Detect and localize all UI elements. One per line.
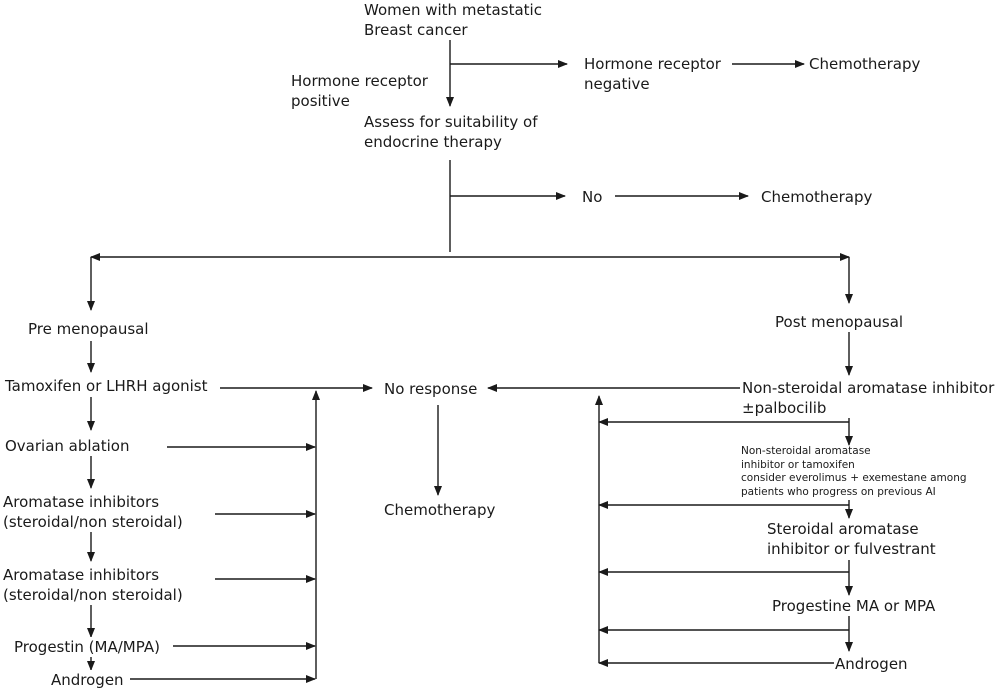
node-hr-positive: Hormone receptor positive — [291, 71, 428, 111]
node-aromatase-inhibitors-1: Aromatase inhibitors (steroidal/non ster… — [3, 492, 183, 532]
node-ai1-line-1: Aromatase inhibitors — [3, 493, 160, 511]
node-assess-line-1: Assess for suitability of — [364, 113, 538, 131]
node-progestine: Progestine MA or MPA — [772, 596, 936, 616]
node-ai1-line-2: (steroidal/non steroidal) — [3, 513, 183, 531]
node-ovarian-ablation: Ovarian ablation — [5, 436, 130, 456]
node-chemo-top: Chemotherapy — [809, 54, 921, 74]
node-pre-menopausal: Pre menopausal — [28, 319, 149, 339]
node-progestin: Progestin (MA/MPA) — [14, 637, 160, 657]
node-sai: Steroidal aromatase inhibitor or fulvest… — [767, 519, 936, 559]
node-nsai-small-line-4: patients who progress on previous AI — [741, 485, 936, 498]
node-nsai-small-line-3: consider everolimus + exemestane among — [741, 472, 967, 484]
node-nsai-small: Non-steroidal aromatase inhibitor or tam… — [741, 445, 967, 499]
node-assess: Assess for suitability of endocrine ther… — [364, 112, 537, 152]
node-androgen-left: Androgen — [51, 670, 124, 689]
node-hr-negative-line-1: Hormone receptor — [584, 55, 721, 73]
node-nsai-small-line-1: Non-steroidal aromatase — [741, 445, 871, 457]
node-assess-line-2: endocrine therapy — [364, 133, 502, 151]
node-start-line-2: Breast cancer — [364, 21, 468, 39]
node-tamoxifen: Tamoxifen or LHRH agonist — [5, 376, 208, 396]
node-nsai-small-line-2: inhibitor or tamoxifen — [741, 458, 855, 471]
node-aromatase-inhibitors-2: Aromatase inhibitors (steroidal/non ster… — [3, 565, 183, 605]
node-hr-negative-line-2: negative — [584, 75, 650, 93]
node-nsai: Non-steroidal aromatase inhibitor ±palbo… — [742, 378, 995, 418]
node-nsai-line-1: Non-steroidal aromatase inhibitor — [742, 379, 995, 397]
node-hr-positive-line-2: positive — [291, 92, 350, 110]
node-sai-line-1: Steroidal aromatase — [767, 520, 919, 538]
node-nsai-line-2: ±palbocilib — [742, 399, 827, 417]
node-no-response: No response — [384, 379, 478, 399]
node-hr-negative: Hormone receptor negative — [584, 54, 721, 94]
node-sai-line-2: inhibitor or fulvestrant — [767, 540, 936, 558]
node-start: Women with metastatic Breast cancer — [364, 0, 542, 40]
node-start-line-1: Women with metastatic — [364, 1, 542, 19]
node-chemo-mid: Chemotherapy — [384, 500, 496, 520]
node-no: No — [582, 187, 603, 207]
node-ai2-line-2: (steroidal/non steroidal) — [3, 586, 183, 604]
node-post-menopausal: Post menopausal — [775, 312, 904, 332]
node-hr-positive-line-1: Hormone receptor — [291, 72, 428, 90]
node-ai2-line-1: Aromatase inhibitors — [3, 566, 160, 584]
node-androgen-right: Androgen — [835, 654, 908, 674]
node-chemo-no: Chemotherapy — [761, 187, 873, 207]
